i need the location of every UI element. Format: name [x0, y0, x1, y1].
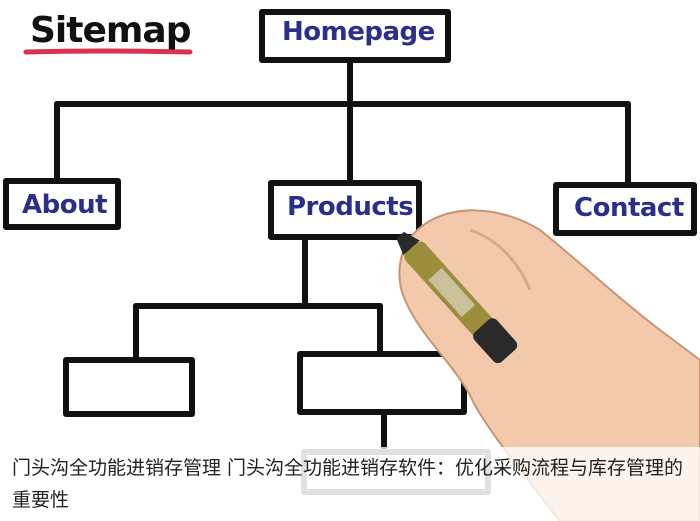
title-underline	[23, 48, 193, 55]
marker	[396, 231, 518, 364]
caption-text: 门头沟全功能进销存管理 门头沟全功能进销存软件：优化采购流程与库存管理的重要性	[12, 457, 684, 511]
hand-with-marker	[396, 209, 700, 521]
node-label-about: About	[22, 190, 108, 220]
caption-overlay	[0, 447, 700, 521]
diagram-title: Sitemap	[30, 10, 191, 51]
about-box	[3, 178, 121, 230]
node-label-homepage: Homepage	[282, 17, 435, 47]
node-label-contact: Contact	[574, 193, 684, 223]
products-box	[268, 180, 422, 240]
homepage-box	[259, 9, 451, 63]
child-box-right	[297, 351, 467, 415]
contact-box	[553, 182, 697, 236]
connectors	[54, 59, 631, 451]
node-label-products: Products	[287, 192, 414, 222]
child-box-left	[63, 357, 195, 417]
